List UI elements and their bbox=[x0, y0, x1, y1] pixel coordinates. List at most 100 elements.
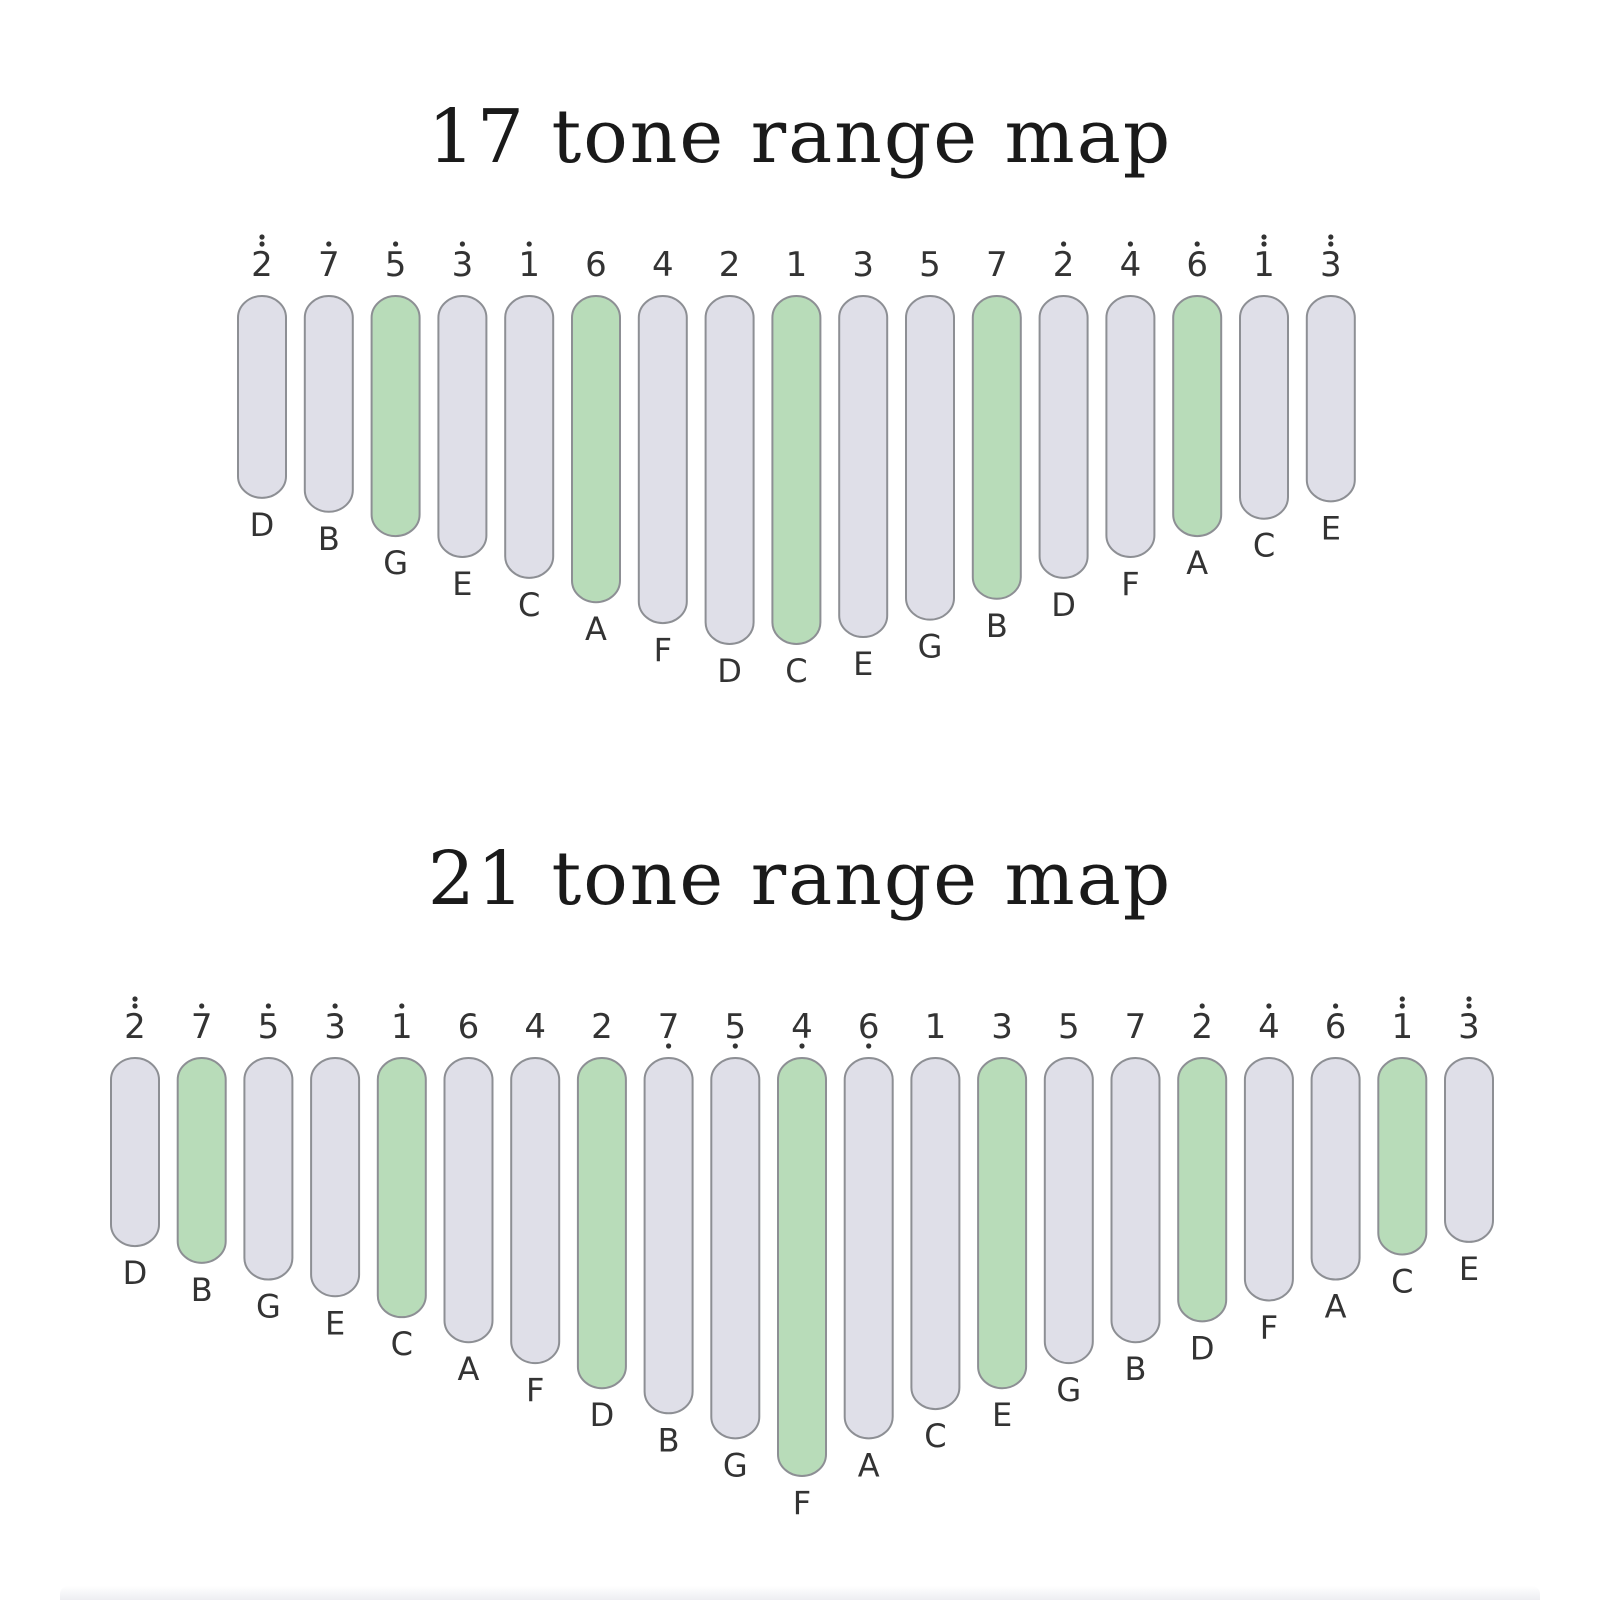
tine-number-label: 6 bbox=[458, 1007, 480, 1047]
octave-dot-above bbox=[1399, 1003, 1405, 1009]
tine-body bbox=[1038, 295, 1089, 579]
tine-number-label: 7 bbox=[658, 1007, 680, 1047]
tine-11: 5G bbox=[905, 245, 955, 666]
tine-body bbox=[1110, 1057, 1161, 1344]
tine-body-highlighted bbox=[376, 1057, 427, 1319]
tine-number-label: 2 bbox=[591, 1007, 613, 1047]
tine-number-label: 7 bbox=[986, 245, 1008, 285]
tine-note-label: C bbox=[391, 1325, 413, 1363]
tine-6: 6A bbox=[571, 245, 621, 648]
tine-note-label: C bbox=[1391, 1262, 1413, 1300]
octave-dot-above bbox=[199, 1003, 205, 1009]
tine-note-label: A bbox=[858, 1446, 880, 1484]
tine-body bbox=[110, 1057, 160, 1248]
tine-number-label: 7 bbox=[1125, 1007, 1147, 1047]
tine-body-highlighted bbox=[1177, 1057, 1228, 1323]
tine-15: 6A bbox=[1172, 241, 1223, 582]
tine-note-label: D bbox=[1051, 586, 1076, 624]
tine-18: 4F bbox=[1243, 1003, 1294, 1346]
tine-13: 1C bbox=[910, 1007, 961, 1455]
octave-dot-above bbox=[1261, 234, 1267, 240]
tine-number-label: 1 bbox=[518, 245, 540, 285]
bottom-edge-decoration bbox=[60, 1586, 1540, 1600]
tine-body bbox=[704, 295, 755, 645]
tine-body bbox=[843, 1057, 894, 1440]
tine-body bbox=[510, 1057, 561, 1365]
tine-number-label: 1 bbox=[1253, 245, 1275, 285]
tine-note-label: A bbox=[458, 1350, 480, 1388]
tine-number-label: 4 bbox=[791, 1007, 813, 1047]
octave-dot-above bbox=[265, 1003, 271, 1009]
tine-body bbox=[504, 295, 555, 579]
tine-note-label: A bbox=[1186, 544, 1208, 582]
tine-note-label: E bbox=[325, 1304, 345, 1342]
tine-16: 7B bbox=[1110, 1007, 1161, 1388]
tine-note-label: D bbox=[123, 1254, 148, 1292]
tine-body-highlighted bbox=[370, 295, 421, 538]
tine-body bbox=[910, 1057, 961, 1411]
octave-dot-above bbox=[399, 1003, 405, 1009]
tine-note-label: G bbox=[918, 628, 943, 666]
tine-note-label: C bbox=[518, 586, 540, 624]
tine-number-label: 4 bbox=[524, 1007, 546, 1047]
tine-number-label: 4 bbox=[1258, 1007, 1280, 1047]
tine-note-label: B bbox=[318, 520, 340, 558]
tine-10: 5G bbox=[710, 1007, 761, 1484]
tine-number-label: 5 bbox=[258, 1007, 280, 1047]
tine-body bbox=[838, 295, 889, 639]
octave-dot-above bbox=[1328, 241, 1334, 247]
tine-number-label: 5 bbox=[1058, 1007, 1080, 1047]
tine-body bbox=[1305, 295, 1356, 503]
tine-note-label: E bbox=[1459, 1250, 1479, 1288]
octave-dot-above bbox=[1261, 241, 1267, 247]
tine-note-label: F bbox=[654, 631, 672, 669]
tine-note-label: F bbox=[526, 1371, 544, 1409]
tine-number-label: 6 bbox=[858, 1007, 880, 1047]
tine-number-label: 2 bbox=[719, 245, 741, 285]
tine-20: 1C bbox=[1377, 996, 1428, 1300]
tine-number-label: 3 bbox=[1458, 1007, 1480, 1047]
tine-21: 3E bbox=[1444, 996, 1494, 1288]
tine-note-label: A bbox=[1325, 1288, 1347, 1326]
tine-note-label: F bbox=[1121, 565, 1139, 603]
tine-4: 3E bbox=[437, 241, 488, 603]
tine-body bbox=[1239, 295, 1289, 520]
octave-dot-above bbox=[459, 241, 465, 247]
tine-number-label: 2 bbox=[251, 245, 273, 285]
tine-number-label: 7 bbox=[191, 1007, 213, 1047]
tine-number-label: 5 bbox=[385, 245, 407, 285]
tine-15: 5G bbox=[1043, 1007, 1094, 1409]
tine-number-label: 3 bbox=[852, 245, 874, 285]
tine-9: 7B bbox=[643, 1007, 694, 1459]
tine-note-label: D bbox=[717, 652, 742, 690]
tine-body-highlighted bbox=[576, 1057, 627, 1390]
tine-number-label: 7 bbox=[318, 245, 340, 285]
tine-note-label: B bbox=[658, 1421, 680, 1459]
tine-number-label: 2 bbox=[1191, 1007, 1213, 1047]
tine-17: 2D bbox=[1177, 1003, 1228, 1367]
tine-10: 3E bbox=[838, 245, 889, 683]
tine-body-highlighted bbox=[977, 1057, 1028, 1390]
tine-19: 6A bbox=[1310, 1003, 1361, 1326]
tine-8: 2D bbox=[576, 1007, 627, 1434]
tine-body bbox=[637, 295, 688, 625]
tine-8: 2D bbox=[704, 245, 755, 690]
tine-note-label: D bbox=[590, 1396, 615, 1434]
tine-body bbox=[303, 295, 354, 513]
tine-7: 4F bbox=[637, 245, 688, 669]
tine-note-label: E bbox=[853, 645, 873, 683]
tine-12: 6A bbox=[843, 1007, 894, 1484]
tine-body bbox=[1105, 295, 1156, 558]
octave-dot-above bbox=[132, 996, 138, 1002]
tine-number-label: 3 bbox=[991, 1007, 1013, 1047]
tine-number-label: 1 bbox=[925, 1007, 947, 1047]
tine-1: 2D bbox=[110, 996, 160, 1292]
octave-dot-above bbox=[1061, 241, 1067, 247]
tine-1: 2D bbox=[237, 234, 287, 544]
title-17-tone-range-map: 17 tone range map bbox=[427, 94, 1173, 180]
octave-dot-above bbox=[332, 1003, 338, 1009]
octave-dot-below bbox=[799, 1043, 805, 1049]
tine-note-label: C bbox=[785, 652, 807, 690]
